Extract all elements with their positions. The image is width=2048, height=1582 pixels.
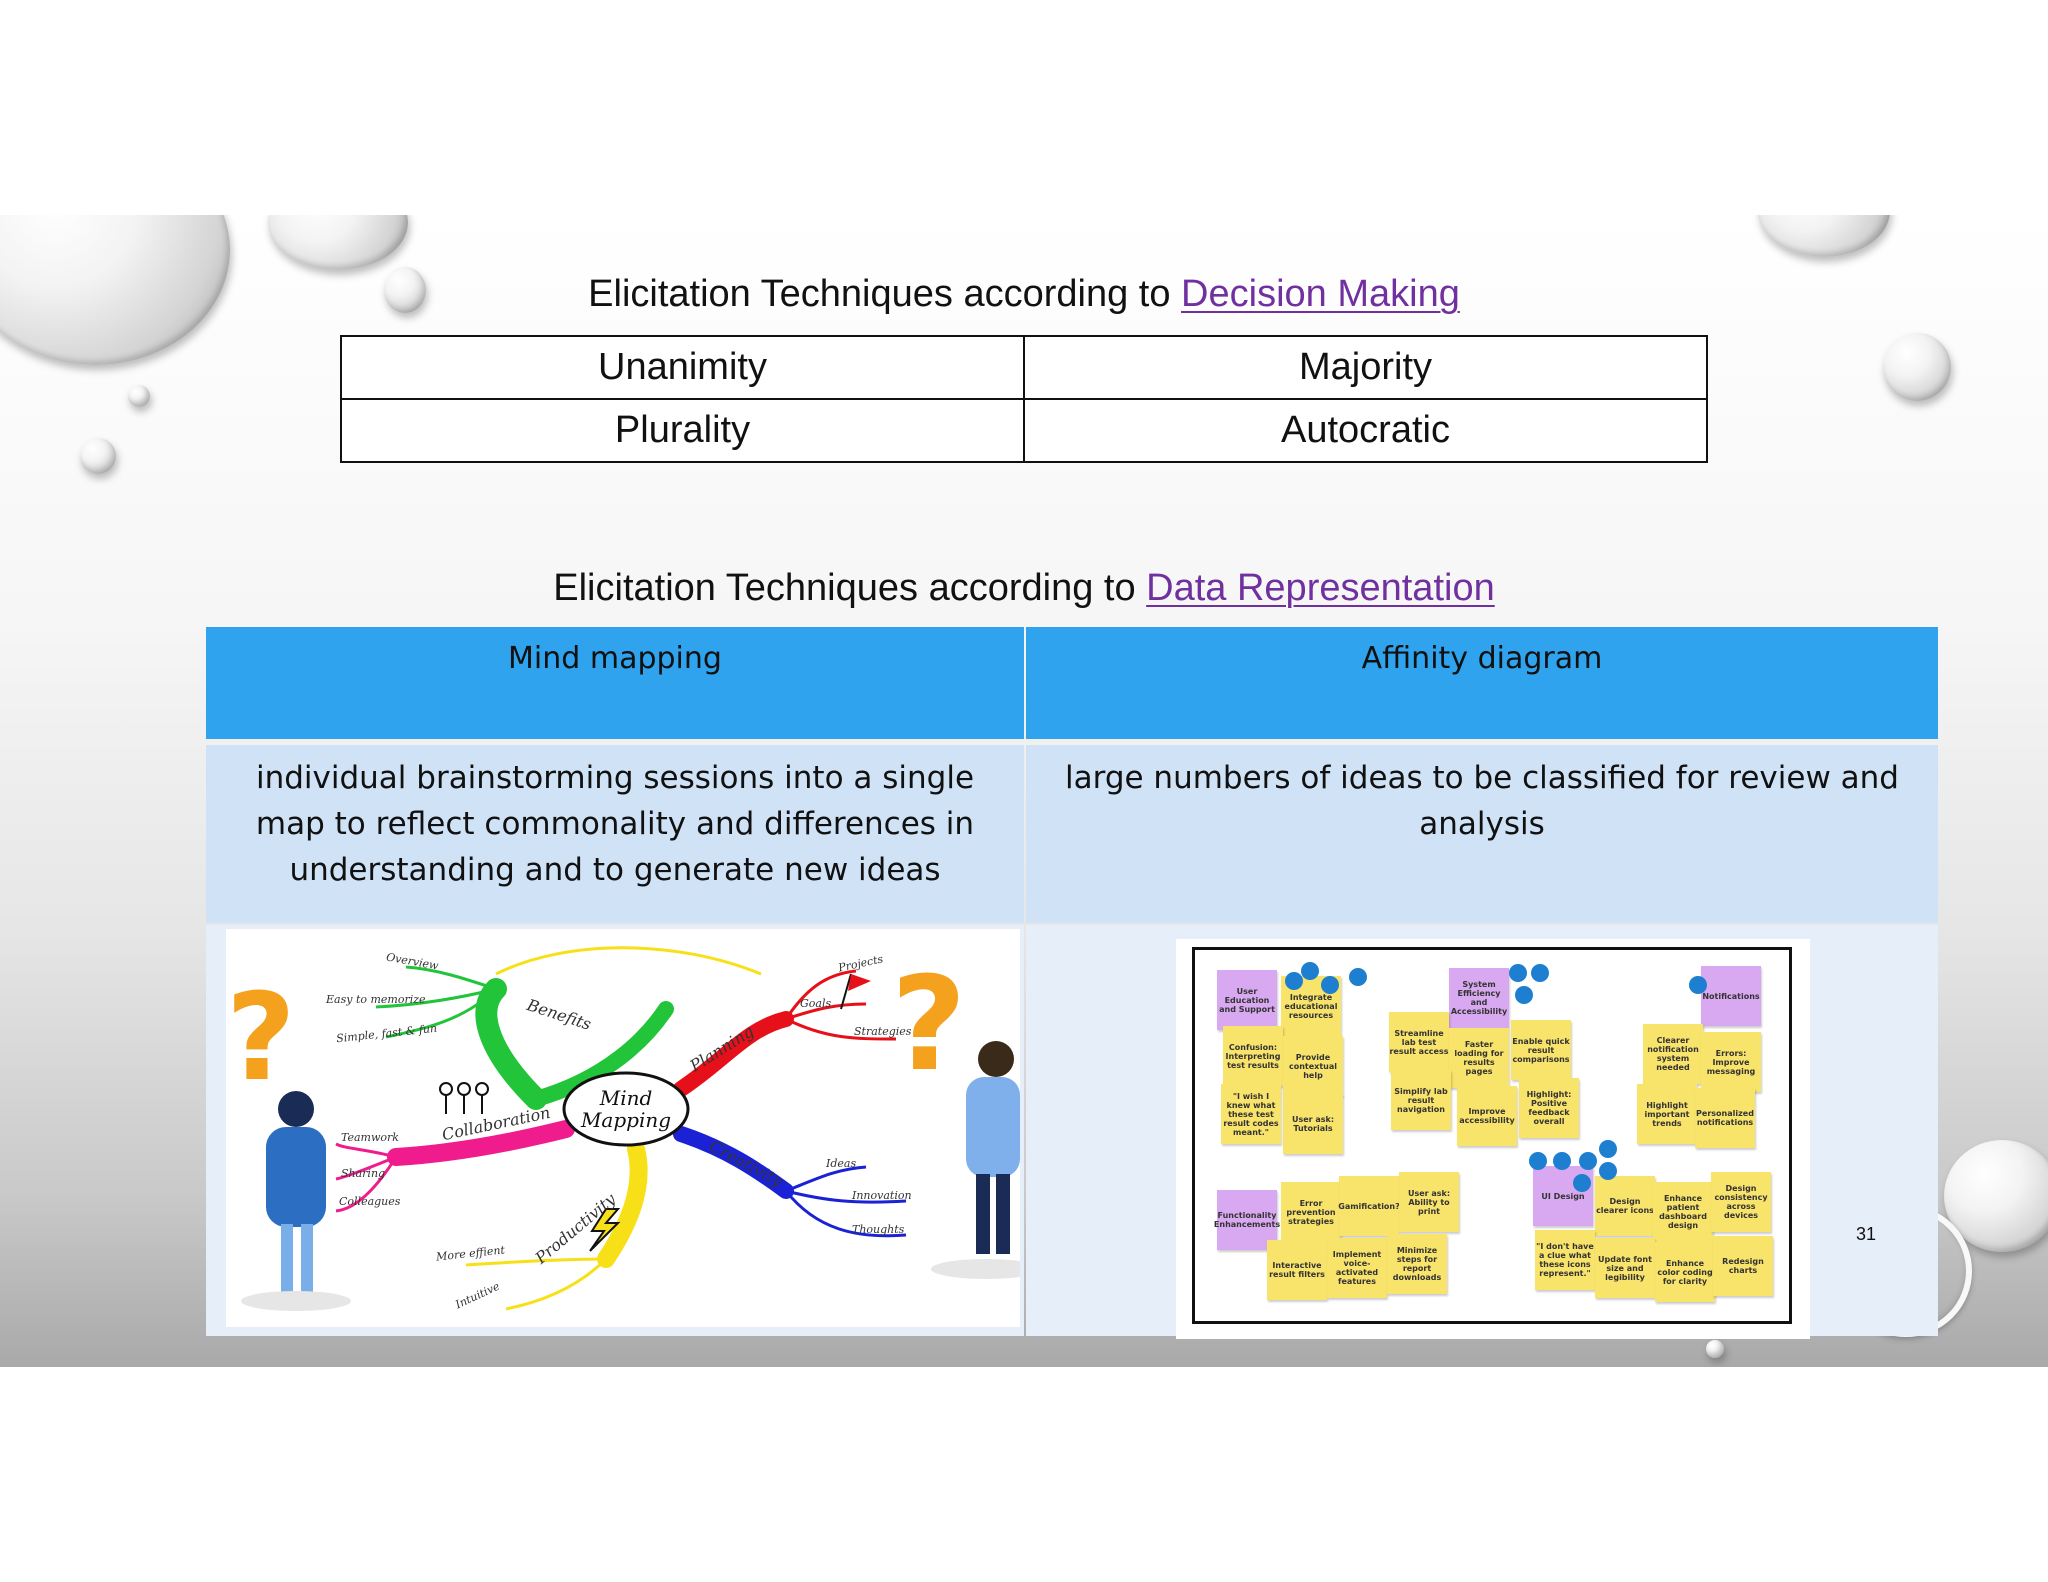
water-drop-decoration: [268, 215, 408, 270]
sticky-note: Minimize steps for report downloads: [1387, 1234, 1447, 1294]
sticky-note: Redesign charts: [1713, 1236, 1773, 1296]
svg-text:?: ?: [891, 948, 966, 1100]
sticky-note: Provide contextual help: [1283, 1036, 1343, 1096]
vote-dot: [1509, 964, 1527, 982]
sticky-note: Clearer notification system needed: [1643, 1024, 1703, 1084]
vote-dot: [1321, 976, 1339, 994]
sticky-note: Simplify lab result navigation: [1391, 1070, 1451, 1130]
affinity-diagram-image-cell: User Education and Support Integrate edu…: [1026, 925, 1938, 1339]
water-drop-decoration: [1944, 1140, 2048, 1252]
water-drop-decoration: [80, 438, 116, 474]
water-drop-decoration: [1883, 333, 1951, 401]
leaf-label: Ideas: [826, 1157, 857, 1170]
sticky-note: Improve accessibility: [1457, 1086, 1517, 1146]
sticky-note: Error prevention strategies: [1281, 1182, 1341, 1242]
table-cell: Unanimity: [340, 335, 1025, 400]
heading-text: Elicitation Techniques according to: [588, 273, 1182, 315]
sticky-note: Personalized notifications: [1695, 1088, 1755, 1148]
water-drop-decoration: [1706, 1340, 1724, 1358]
mind-map-illustration: ? ?: [226, 929, 1020, 1327]
sticky-note: "I wish I knew what these test result co…: [1221, 1084, 1281, 1144]
vote-dot: [1349, 968, 1367, 986]
decision-making-heading: Elicitation Techniques according to Deci…: [0, 273, 2048, 316]
water-drop-decoration: [384, 267, 426, 313]
affinity-diagram-description: large numbers of ideas to be classified …: [1026, 745, 1938, 923]
sticky-note: Gamification?: [1338, 1176, 1400, 1236]
vote-dot: [1573, 1174, 1591, 1192]
vote-dot: [1553, 1152, 1571, 1170]
mind-mapping-header: Mind mapping: [206, 627, 1024, 739]
leaf-label: Easy to memorize: [326, 993, 426, 1006]
vote-dot: [1529, 1152, 1547, 1170]
sticky-note: Design clearer icons: [1595, 1176, 1655, 1236]
mind-map-image-cell: ? ?: [206, 925, 1024, 1336]
table-row: Unanimity Majority: [340, 335, 1708, 400]
sticky-note: Functionality Enhancements: [1214, 1190, 1280, 1250]
decision-making-table: Unanimity Majority Plurality Autocratic: [340, 335, 1708, 463]
vote-dot: [1285, 972, 1303, 990]
leaf-label: Goals: [800, 997, 832, 1010]
data-representation-heading: Elicitation Techniques according to Data…: [0, 567, 2048, 610]
mind-mapping-description: individual brainstorming sessions into a…: [206, 745, 1024, 923]
table-cell: Autocratic: [1023, 398, 1708, 463]
sticky-note: Highlight important trends: [1637, 1084, 1697, 1144]
sticky-note: Design consistency across devices: [1711, 1172, 1771, 1232]
water-drop-decoration: [128, 385, 150, 407]
vote-dot: [1301, 962, 1319, 980]
sticky-note: Faster loading for results pages: [1449, 1028, 1509, 1088]
svg-text:?: ?: [226, 969, 296, 1108]
vote-dot: [1599, 1140, 1617, 1158]
affinity-diagram-illustration: User Education and Support Integrate edu…: [1176, 939, 1810, 1339]
sticky-note: User Education and Support: [1217, 970, 1277, 1030]
data-representation-link[interactable]: Data Representation: [1146, 567, 1495, 609]
heading-text: Elicitation Techniques according to: [553, 567, 1147, 609]
affinity-board: User Education and Support Integrate edu…: [1192, 947, 1792, 1324]
water-drop-decoration: [1758, 215, 1890, 257]
sticky-note: Confusion: Interpreting test results: [1223, 1026, 1283, 1086]
leaf-label: Teamwork: [341, 1131, 399, 1144]
sticky-note: Update font size and legibility: [1595, 1238, 1655, 1298]
leaf-label: Sharing: [341, 1167, 386, 1180]
sticky-note: Highlight: Positive feedback overall: [1519, 1078, 1579, 1138]
sticky-note: Implement voice-activated features: [1327, 1238, 1387, 1298]
data-representation-table: Mind mapping Affinity diagram individual…: [206, 627, 1938, 1339]
vote-dot: [1689, 976, 1707, 994]
affinity-diagram-header: Affinity diagram: [1026, 627, 1938, 739]
sticky-note: Streamline lab test result access: [1389, 1012, 1449, 1072]
leaf-label: Innovation: [852, 1189, 912, 1202]
sticky-note: User ask: Ability to print: [1399, 1172, 1459, 1232]
vote-dot: [1579, 1152, 1597, 1170]
table-cell: Plurality: [340, 398, 1025, 463]
sticky-note: Errors: Improve messaging: [1701, 1032, 1761, 1092]
vote-dot: [1531, 964, 1549, 982]
sticky-note: Enable quick result comparisons: [1511, 1020, 1571, 1080]
sticky-note: "I don't have a clue what these icons re…: [1535, 1230, 1595, 1290]
sticky-note: Enhance patient dashboard design: [1653, 1182, 1713, 1242]
page-number: 31: [1856, 1224, 1877, 1244]
leaf-label: Strategies: [854, 1025, 912, 1038]
sticky-note: Enhance color coding for clarity: [1655, 1242, 1715, 1302]
table-cell: Majority: [1023, 335, 1708, 400]
leaf-label: Colleagues: [339, 1195, 401, 1208]
sticky-note: System Efficiency and Accessibility: [1449, 968, 1509, 1028]
decision-making-link[interactable]: Decision Making: [1181, 273, 1460, 315]
leaf-label: Thoughts: [852, 1223, 905, 1236]
sticky-note: Interactive result filters: [1267, 1240, 1327, 1300]
sticky-note: User ask: Tutorials: [1283, 1094, 1343, 1154]
vote-dot: [1599, 1162, 1617, 1180]
sticky-note: Notifications: [1701, 966, 1761, 1026]
mind-map-center-label: Mind Mapping: [580, 1086, 672, 1132]
table-row: Plurality Autocratic: [340, 398, 1708, 463]
vote-dot: [1515, 986, 1533, 1004]
